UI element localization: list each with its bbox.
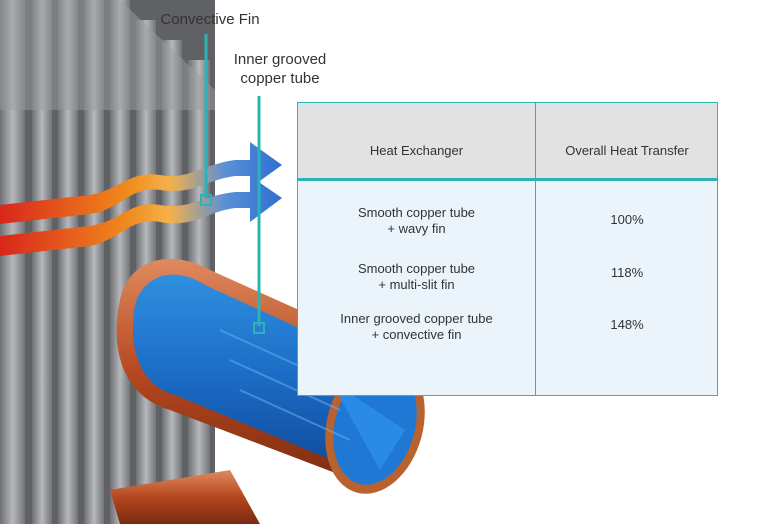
exchanger-line2: + convective fin bbox=[371, 327, 462, 342]
callout-lines bbox=[200, 34, 265, 334]
lower-copper-tube bbox=[110, 470, 260, 524]
table-row-exchanger: Smooth copper tube + wavy fin bbox=[298, 205, 535, 237]
column-header-transfer: Overall Heat Transfer bbox=[565, 143, 689, 158]
exchanger-line2: + multi-slit fin bbox=[378, 277, 455, 292]
exchanger-line1: Inner grooved copper tube bbox=[340, 311, 493, 326]
exchanger-line1: Smooth copper tube bbox=[357, 261, 476, 276]
table-row-exchanger: Smooth copper tube + multi-slit fin bbox=[298, 261, 535, 293]
tube-label-line2: copper tube bbox=[240, 70, 320, 87]
column-header-exchanger: Heat Exchanger bbox=[369, 143, 464, 158]
exchanger-line2: + wavy fin bbox=[387, 221, 446, 236]
table-row-exchanger: Inner grooved copper tube + convective f… bbox=[298, 311, 535, 343]
column-divider bbox=[535, 103, 536, 395]
inner-grooved-tube-label: Inner grooved copper tube bbox=[205, 50, 355, 88]
table-header: Heat Exchanger Overall Heat Transfer bbox=[298, 103, 717, 181]
table-row-transfer: 118% bbox=[610, 265, 644, 280]
table-row-transfer: 148% bbox=[610, 317, 644, 332]
table-row-transfer: 100% bbox=[610, 212, 644, 227]
heat-transfer-table: Heat Exchanger Overall Heat Transfer Smo… bbox=[297, 102, 718, 396]
flow-arrows bbox=[0, 142, 282, 256]
exchanger-line1: Smooth copper tube bbox=[357, 205, 476, 220]
tube-label-line1: Inner grooved bbox=[233, 51, 327, 68]
convective-fin-label: Convective Fin bbox=[160, 11, 260, 28]
